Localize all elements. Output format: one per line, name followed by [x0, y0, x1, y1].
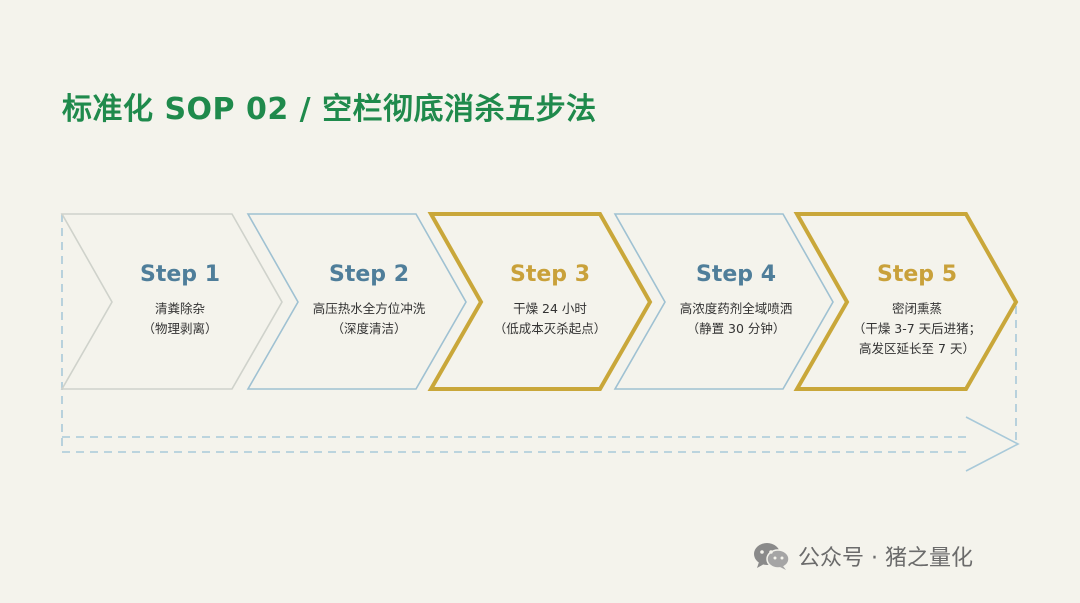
step-3: Step 3 干燥 24 小时 （低成本灭杀起点） — [460, 262, 640, 339]
wechat-icon — [754, 543, 790, 570]
step-2-label: Step 2 — [329, 262, 409, 287]
timeline-arrow — [61, 214, 1017, 453]
step-2: Step 2 高压热水全方位冲洗 （深度清洁） — [279, 262, 459, 339]
step-3-description: 干燥 24 小时 （低成本灭杀起点） — [493, 301, 607, 336]
step-2-description: 高压热水全方位冲洗 （深度清洁） — [312, 301, 426, 336]
step-5-chevron — [793, 212, 1019, 391]
step-3-chevron — [427, 212, 653, 391]
step-3-label: Step 3 — [510, 262, 590, 287]
step-4: Step 4 高浓度药剂全域喷洒 （静置 30 分钟） — [646, 262, 826, 339]
step-1: Step 1 清粪除杂 （物理剥离） — [90, 262, 270, 339]
step-5-label: Step 5 — [877, 262, 957, 287]
step-4-chevron — [613, 213, 834, 390]
timeline-arrowhead — [965, 416, 1020, 472]
step-5: Step 5 密闭熏蒸 （干燥 3-7 天后进猪； 高发区延长至 7 天） — [827, 262, 1007, 359]
step-5-description: 密闭熏蒸 （干燥 3-7 天后进猪； 高发区延长至 7 天） — [852, 301, 982, 356]
footer-credit: 公众号 · 猪之量化 — [752, 540, 973, 572]
step-1-chevron — [60, 213, 283, 390]
step-2-chevron — [246, 213, 467, 390]
page-title: 标准化 SOP 02 / 空栏彻底消杀五步法 — [62, 92, 597, 127]
step-1-label: Step 1 — [140, 262, 220, 287]
step-1-description: 清粪除杂 （物理剥离） — [142, 301, 218, 336]
step-4-description: 高浓度药剂全域喷洒 （静置 30 分钟） — [679, 301, 793, 336]
footer-text: 公众号 · 猪之量化 — [798, 546, 973, 571]
step-4-label: Step 4 — [696, 262, 776, 287]
